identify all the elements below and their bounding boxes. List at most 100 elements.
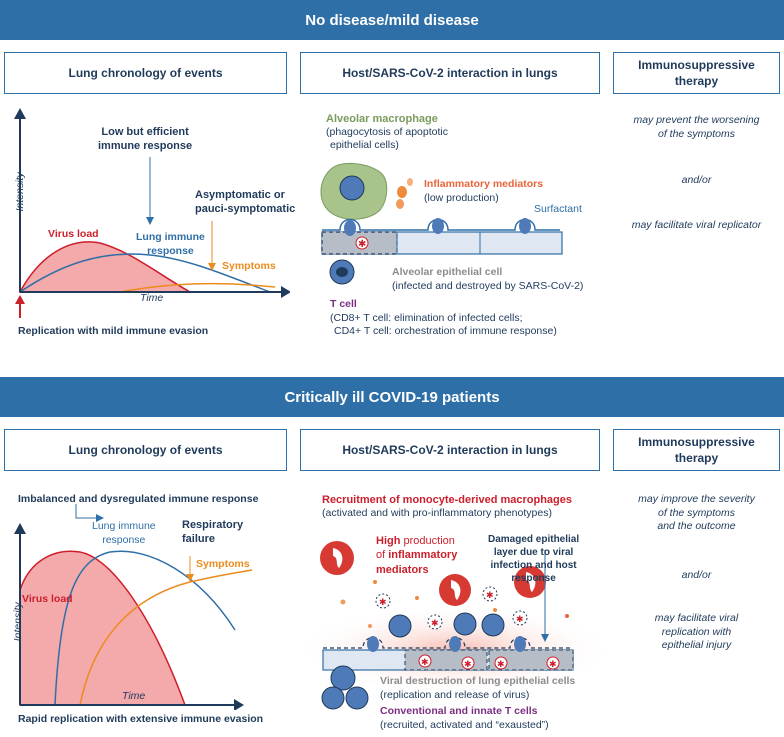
tcell-cluster-2 — [321, 686, 345, 710]
footer-critical: Rapid replication with extensive immune … — [18, 713, 264, 725]
mediator-c-6 — [565, 614, 569, 618]
header-chronology-bottom-label: Lung chronology of events — [68, 442, 223, 457]
banner-critical: Critically ill COVID-19 patients — [0, 377, 784, 417]
damaged-pointer-head — [541, 634, 549, 642]
label-conventional-sub: (recruited, activated and “exausted”) — [380, 719, 549, 731]
therapy-bottom-l4: may facilitate viral — [654, 612, 739, 624]
label-lung-immune-bottom: Lung immune response — [92, 520, 156, 547]
label-epithelial: Alveolar epithelial cell — [392, 266, 503, 278]
label-respiratory: Respiratory failure — [182, 518, 243, 547]
therapy-bottom-lower: may facilitate viral replication with ep… — [613, 612, 780, 653]
virus-c-1-mark: ✱ — [379, 597, 387, 607]
label-mediators-sub: (low production) — [424, 192, 499, 204]
label-high-rest: production — [400, 535, 455, 547]
epithelial-nucleus-3 — [519, 218, 531, 234]
label-macrophage-sub2: epithelial cells) — [330, 139, 399, 151]
epithelial-nucleus-1 — [344, 220, 356, 236]
label-lung-immune-top: Lung immune response — [136, 231, 205, 258]
epithelial-nucleus-2 — [432, 218, 444, 234]
header-therapy-top-l1: Immunosuppressive — [638, 57, 755, 72]
label-respiratory-l2: failure — [182, 533, 216, 546]
label-tcell-sub2: CD4+ T cell: orchestration of immune res… — [334, 325, 557, 337]
label-viral-destruction-sub: (replication and release of virus) — [380, 689, 530, 701]
virus-e-1-mark: ✱ — [421, 657, 429, 667]
label-asymptomatic: Asymptomatic or pauci-symptomatic — [195, 188, 295, 217]
header-chronology-top-label: Lung chronology of events — [68, 65, 223, 80]
immune-pointer-head — [146, 217, 154, 225]
label-damaged-l2: layer due to viral — [493, 547, 574, 558]
therapy-bottom-l3: and the outcome — [657, 520, 736, 533]
tcell-cluster-1 — [330, 665, 356, 691]
banner-critical-text: Critically ill COVID-19 patients — [284, 388, 500, 406]
epi-c-nucleus-1 — [367, 636, 379, 652]
header-chronology-top: Lung chronology of events — [4, 52, 287, 94]
mediator-dot-3 — [396, 199, 404, 209]
header-therapy-top: Immunosuppressive therapy — [613, 52, 780, 94]
illustration-mild: ✱ — [320, 163, 563, 285]
virus-c-1 — [375, 593, 391, 609]
monocyte-2-nucleus — [451, 580, 461, 600]
virus-load-area — [18, 241, 193, 293]
label-symptoms-bottom: Symptoms — [196, 558, 250, 570]
therapy-top-l1: may prevent the worsening — [633, 114, 760, 126]
label-virus-load-top: Virus load — [48, 228, 99, 240]
label-damaged: Damaged epithelial layer due to viral in… — [488, 533, 579, 585]
label-lung-immune-bottom-l2: response — [102, 533, 146, 546]
header-interaction-top-label: Host/SARS-CoV-2 interaction in lungs — [342, 65, 558, 80]
label-high-production: High production of inflammatory mediator… — [376, 534, 457, 577]
label-damaged-l1: Damaged epithelial — [488, 534, 580, 545]
label-low-efficient-l1: Low but efficient — [101, 126, 189, 138]
label-asymptomatic-l2: pauci-symptomatic — [195, 203, 296, 216]
tcell-c-2 — [453, 612, 477, 636]
mediator-c-2 — [340, 599, 346, 605]
virus-c-3-mark: ✱ — [431, 618, 439, 628]
header-therapy-bottom: Immunosuppressive therapy — [613, 429, 780, 471]
monocyte-3-nucleus — [526, 572, 536, 592]
label-recruitment: Recruitment of monocyte-derived macropha… — [322, 494, 573, 506]
label-virus-load-bottom: Virus load — [22, 593, 73, 605]
label-of: of — [376, 549, 389, 562]
imbalanced-pointer — [75, 504, 98, 519]
header-therapy-bottom-l1: Immunosuppressive — [638, 434, 755, 449]
mediator-c-5 — [493, 608, 497, 612]
therapy-top-andor: and/or — [681, 174, 712, 186]
therapy-bottom-l6: epithelial injury — [661, 639, 732, 652]
virus-e-2 — [461, 656, 475, 670]
virus-particle-mark: ✱ — [358, 239, 366, 250]
label-asymptomatic-l1: Asymptomatic or — [195, 189, 285, 201]
label-macrophage-sub1: (phagocytosis of apoptotic — [326, 126, 448, 138]
label-lung-immune-bottom-l1: Lung immune — [92, 520, 156, 532]
virus-load-area-critical — [19, 550, 187, 706]
immune-response-curve — [19, 253, 271, 293]
virus-e-4 — [546, 656, 560, 670]
mediator-dot-2 — [407, 178, 413, 186]
imbalanced-pointer-head — [96, 514, 104, 522]
mediator-c-1 — [373, 580, 377, 584]
label-epithelial-sub: (infected and destroyed by SARS-CoV-2) — [392, 280, 584, 292]
tcell-c-3 — [481, 613, 505, 637]
virus-e-3-mark: ✱ — [497, 659, 505, 669]
virus-particle — [355, 236, 369, 250]
virus-c-2-mark: ✱ — [486, 590, 494, 600]
banner-mild-text: No disease/mild disease — [305, 11, 479, 29]
macrophage-nucleus — [339, 175, 365, 201]
label-tcell-sub1: (CD8+ T cell: elimination of infected ce… — [330, 312, 523, 324]
mediator-c-3 — [415, 596, 419, 600]
mediator-dot-1 — [397, 186, 407, 198]
virus-c-4 — [512, 610, 528, 626]
symptoms-curve — [119, 282, 276, 293]
x-axis-arrow — [281, 286, 290, 298]
therapy-bottom-l2: of the symptoms — [657, 506, 736, 519]
label-low-efficient: Low but efficient immune response — [98, 125, 192, 154]
label-high-bold: High — [376, 535, 401, 547]
symptoms-pointer-critical-head — [186, 574, 194, 582]
header-therapy-top-l2: therapy — [674, 74, 719, 88]
therapy-top-l2: of the symptoms — [657, 127, 736, 140]
virus-e-1 — [418, 654, 432, 668]
virus-e-3 — [494, 656, 508, 670]
virus-c-3 — [427, 614, 443, 630]
label-tcell: T cell — [330, 298, 357, 310]
label-high-line1: High production — [376, 534, 457, 548]
epi-c-nucleus-3 — [514, 636, 526, 652]
header-interaction-bottom-label: Host/SARS-CoV-2 interaction in lungs — [342, 442, 558, 457]
